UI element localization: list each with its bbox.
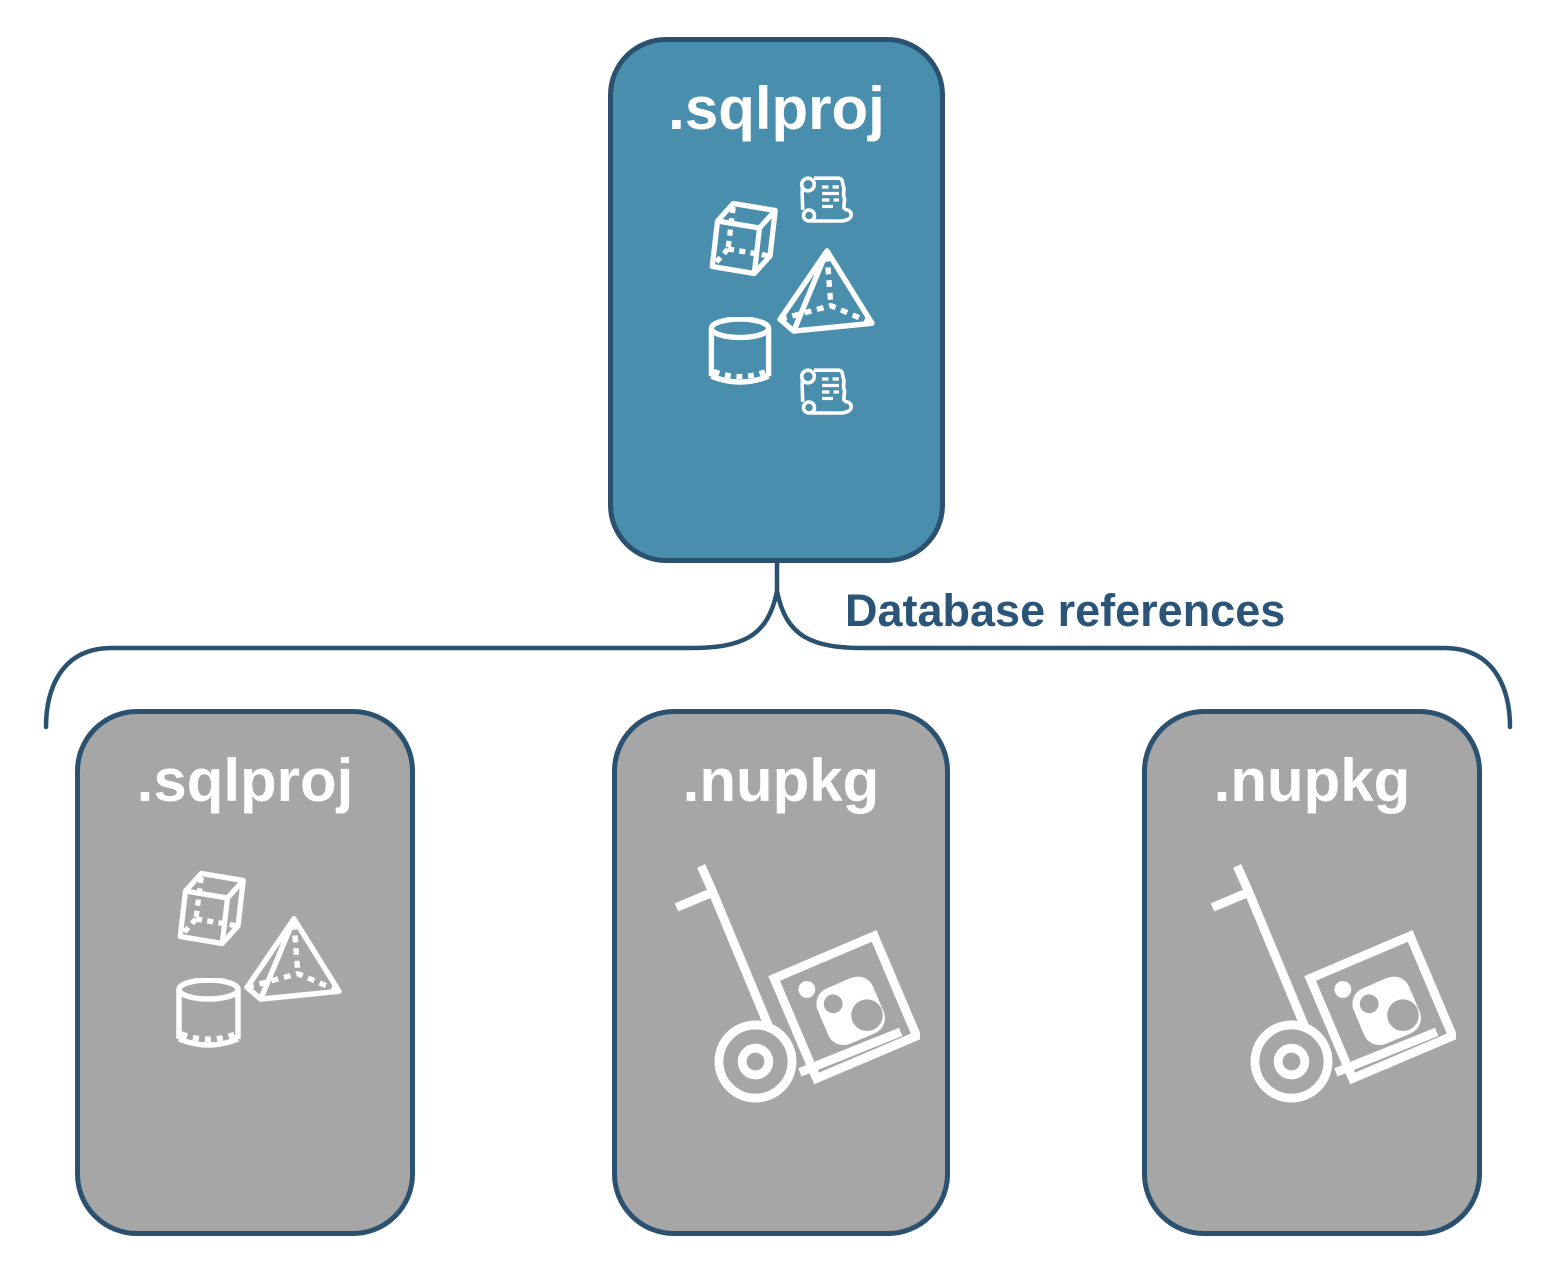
cylinder-icon	[708, 317, 772, 389]
nuget-hand-truck-icon	[1206, 863, 1456, 1105]
cube-icon	[700, 198, 784, 279]
nuget-hand-truck-icon	[670, 863, 920, 1105]
pyramid-icon	[776, 245, 878, 335]
child-box-title: .nupkg	[1213, 747, 1411, 814]
cylinder-icon	[175, 978, 242, 1052]
pyramid-icon	[243, 913, 345, 1003]
parent-sqlproj-box: .sqlproj	[608, 37, 945, 563]
child-nupkg-box: .nupkg	[1142, 709, 1482, 1236]
child-sqlproj-box: .sqlproj	[75, 709, 415, 1236]
parent-box-title: .sqlproj	[668, 75, 885, 142]
script-scroll-icon	[798, 365, 856, 417]
child-nupkg-box: .nupkg	[612, 709, 950, 1236]
child-box-title: .sqlproj	[136, 747, 354, 814]
child-box-title: .nupkg	[682, 747, 880, 814]
connector-label: Database references	[845, 585, 1286, 636]
script-scroll-icon	[798, 173, 856, 225]
cube-icon	[168, 868, 252, 949]
